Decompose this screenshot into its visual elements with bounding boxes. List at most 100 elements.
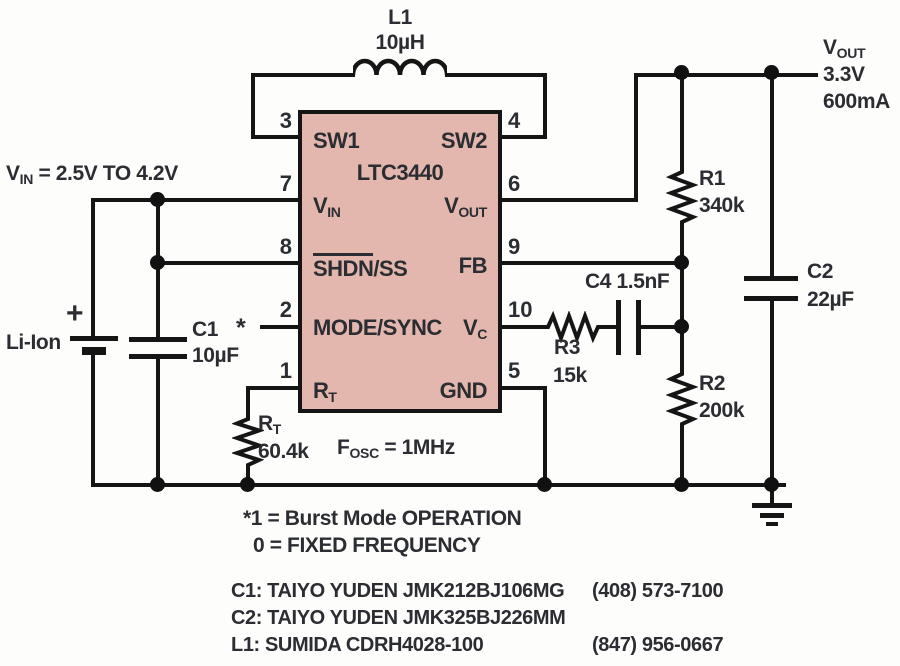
wire-c4-node — [641, 325, 684, 329]
wire-pin10-stub — [494, 325, 548, 329]
resistor-r2-symbol — [666, 371, 698, 428]
pin-number-8: 8 — [279, 234, 292, 259]
note-fixed-frequency: 0 = FIXED FREQUENCY — [253, 534, 481, 557]
wire-pin1 — [246, 386, 298, 390]
wire-pin2-stub — [260, 325, 298, 329]
pin-number-3: 3 — [279, 108, 292, 133]
ic-pin-label-mode-sync: MODE/SYNC — [313, 315, 442, 340]
mode-select-asterisk: * — [236, 314, 246, 342]
wire-ground-stem — [770, 483, 774, 505]
pin-number-5: 5 — [508, 358, 521, 383]
vout-current: 600mA — [823, 90, 890, 113]
ic-pin-label-rt: RT — [313, 378, 337, 405]
wire-c1-bottom — [156, 358, 160, 487]
rt-ref: RT — [258, 412, 282, 437]
wire-shdn — [156, 261, 298, 265]
wire-gnd-branch — [543, 386, 547, 487]
resistor-r1-symbol — [666, 169, 698, 226]
battery-short-plate — [82, 347, 106, 355]
wire-vout-rail — [634, 73, 818, 77]
parts-list-row: C2: TAIYO YUDEN JMK325BJ226MM — [231, 607, 566, 630]
junction-dot — [764, 65, 779, 80]
parts-list-row: L1: SUMIDA CDRH4028-100 — [231, 634, 484, 657]
rt-value: 60.4k — [258, 440, 309, 463]
inductor-ref: L1 — [388, 6, 412, 29]
parts-list-row: C1: TAIYO YUDEN JMK212BJ106MG — [231, 580, 565, 603]
battery-label: Li-Ion — [6, 331, 61, 354]
pin-number-4: 4 — [508, 108, 521, 133]
capacitor-c1-plate — [129, 337, 187, 342]
ic-pin-label-sw1: SW1 — [313, 128, 360, 153]
ground-icon — [752, 503, 792, 508]
wire-vout-riser — [634, 73, 638, 202]
ic-pin-label-vout: VOUT — [444, 193, 487, 220]
part-phone: (408) 573-7100 — [592, 580, 724, 602]
wire-c2-bottom — [770, 301, 774, 487]
r3-ref: R3 — [554, 336, 581, 359]
ground-icon — [760, 513, 784, 518]
wire-fb — [494, 261, 684, 265]
c2-ref: C2 — [807, 260, 834, 283]
capacitor-c4-plate — [616, 300, 621, 355]
junction-dot — [240, 477, 255, 492]
wire-c2-top — [770, 73, 774, 278]
part-name: L1: SUMIDA CDRH4028-100 — [231, 634, 484, 656]
c1-ref: C1 — [192, 318, 219, 341]
junction-dot — [674, 319, 689, 334]
vin-annotation: VIN = 2.5V TO 4.2V — [6, 162, 178, 187]
wire-r1-bottom — [680, 224, 684, 265]
junction-dot — [674, 65, 689, 80]
vout-voltage: 3.3V — [823, 63, 865, 86]
pin-number-1: 1 — [279, 358, 292, 383]
junction-dot — [674, 255, 689, 270]
c4-label: C4 1.5nF — [585, 270, 670, 293]
r3-value: 15k — [553, 364, 587, 387]
wire-inductor-loop-right — [543, 73, 547, 139]
wire-battery-top — [91, 198, 95, 339]
junction-dot — [537, 477, 552, 492]
ic-pin-label-gnd: GND — [439, 378, 488, 403]
wire-inductor-loop-left — [251, 73, 255, 139]
resistor-rt-symbol — [232, 416, 264, 468]
c1-value: 10µF — [192, 344, 239, 367]
part-name: C1: TAIYO YUDEN JMK212BJ106MG — [231, 580, 565, 602]
junction-dot — [150, 255, 165, 270]
junction-dot — [764, 477, 779, 492]
fosc-annotation: FOSC = 1MHz — [337, 436, 455, 461]
wire-rt-top — [246, 386, 250, 418]
r2-ref: R2 — [699, 372, 726, 395]
pin-number-2: 2 — [279, 297, 292, 322]
inductor-value: 10µH — [375, 31, 425, 54]
wire-r3-c4 — [598, 325, 618, 329]
ic-pin-label-vin: VIN — [313, 193, 341, 220]
inductor-symbol — [353, 58, 447, 76]
capacitor-c2-plate — [744, 296, 798, 301]
ic-ltc3440: SW1 SW2 LTC3440 VIN VOUT SHDN/SS FB MODE… — [298, 110, 502, 413]
battery-long-plate — [70, 336, 118, 341]
pin-number-9: 9 — [508, 234, 521, 259]
ground-icon — [766, 522, 778, 526]
ic-pin-label-vc: VC — [463, 315, 487, 342]
ic-pin-label-shdn-ss: SHDN/SS — [313, 253, 408, 282]
wire-rt-bottom — [246, 466, 250, 487]
r1-ref: R1 — [699, 167, 726, 190]
wire-ground-rail — [91, 483, 786, 487]
capacitor-c1-plate — [129, 354, 187, 359]
part-phone: (847) 956-0667 — [592, 634, 724, 656]
resistor-r3-symbol — [545, 311, 602, 343]
wire-vin-rail — [91, 198, 298, 202]
ic-pin-label-fb: FB — [458, 253, 488, 278]
wire-r2-bottom — [680, 426, 684, 487]
wire-pin6-vout — [494, 198, 638, 202]
junction-dot — [150, 192, 165, 207]
junction-dot — [150, 477, 165, 492]
ic-part-number: LTC3440 — [356, 160, 444, 185]
vout-annotation: VOUT — [823, 36, 866, 61]
note-burst-mode: *1 = Burst Mode OPERATION — [243, 507, 522, 530]
wire-battery-bottom — [91, 354, 95, 487]
ic-pin-label-sw2: SW2 — [440, 128, 488, 153]
wire-pin5-gnd — [494, 386, 547, 390]
pin-number-7: 7 — [279, 171, 292, 196]
r1-value: 340k — [699, 194, 745, 217]
